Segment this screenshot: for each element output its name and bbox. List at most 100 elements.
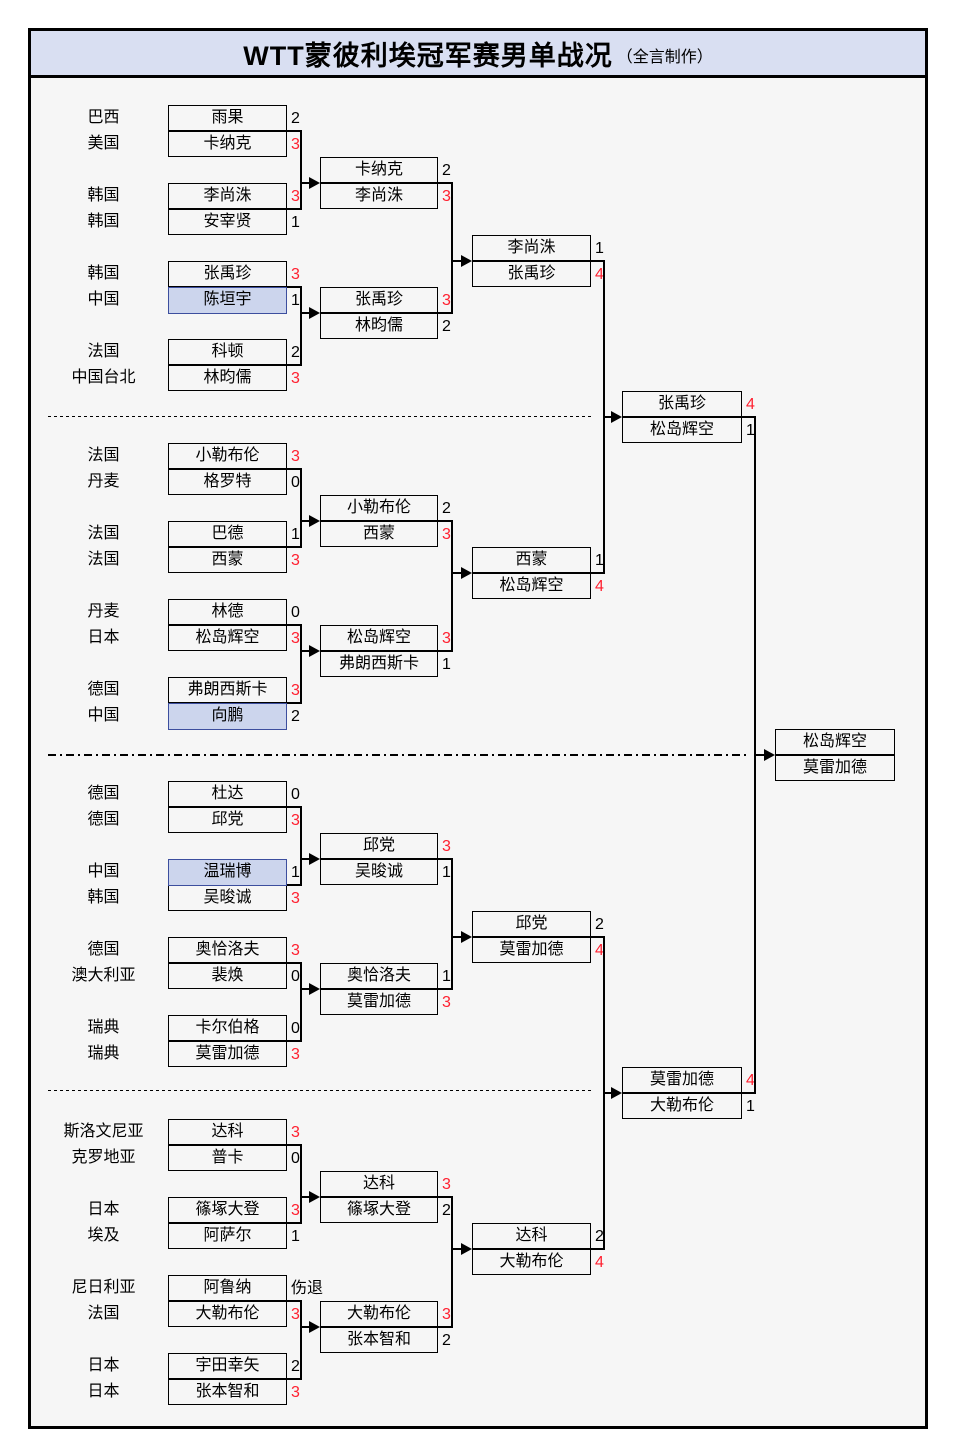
match-divider [775,754,895,756]
player-name: 卡纳克 [354,161,403,178]
section-separator-dashed-top [48,416,592,418]
player-name: 篠塚大登 [195,1201,260,1218]
player-name: 莫雷加德 [346,993,411,1010]
country-label: 中国 [87,291,120,308]
winner-arrow-line [301,1196,311,1198]
connector-vline [754,417,756,1094]
connector-vline [451,521,453,652]
score-label: 0 [291,1150,300,1167]
player-name: 小勒布伦 [195,447,260,464]
player-name: 李尚洙 [354,187,403,204]
winner-arrow-icon [461,567,472,579]
country-label: 日本 [87,1357,120,1374]
score-label: 3 [442,526,451,543]
connector-stub [287,546,302,548]
connector-stub [591,572,605,574]
match-divider [472,260,591,262]
connector-vline [451,183,453,314]
connector-stub [287,468,302,470]
match-divider [168,364,287,366]
country-label: 克罗地亚 [71,1149,136,1166]
winner-arrow-line [604,1092,613,1094]
player-name: 张本智和 [195,1383,260,1400]
match-divider [168,130,287,132]
score-label: 2 [442,1202,451,1219]
score-label: 1 [291,1228,300,1245]
player-name: 邱党 [362,837,395,854]
country-label: 德国 [87,785,120,802]
winner-arrow-icon [309,515,320,527]
player-name: 张禹珍 [507,265,556,282]
match-divider [168,286,287,288]
title-credit: （全言制作） [616,49,713,66]
country-label: 丹麦 [87,473,120,490]
connector-stub [287,130,302,132]
player-name: 大勒布伦 [346,1305,411,1322]
player-name: 安宰贤 [203,213,252,230]
score-label: 3 [442,1306,451,1323]
winner-arrow-icon [309,983,320,995]
player-name: 雨果 [211,109,244,126]
match-divider [168,624,287,626]
match-divider [168,1300,287,1302]
match-divider [320,650,438,652]
country-label: 瑞典 [87,1019,120,1036]
connector-vline [300,625,302,704]
score-label: 3 [442,994,451,1011]
winner-arrow-icon [309,177,320,189]
score-label: 2 [595,1228,604,1245]
connector-stub [287,962,302,964]
score-label: 1 [595,240,604,257]
player-name: 张禹珍 [354,291,403,308]
score-label: 3 [291,1306,300,1323]
score-label: 0 [291,1020,300,1037]
country-label: 日本 [87,1201,120,1218]
score-label: 3 [291,1384,300,1401]
score-label: 0 [291,786,300,803]
highlighted-player-cell [168,287,287,314]
score-label: 3 [291,682,300,699]
section-separator-dashdot-middle [48,754,749,756]
score-label: 1 [442,864,451,881]
player-name: 大勒布伦 [195,1305,260,1322]
score-label: 2 [442,1332,451,1349]
player-name: 杜达 [211,785,244,802]
player-name: 弗朗西斯卡 [187,681,268,698]
section-separator-dashed-bottom [48,1090,592,1092]
player-name: 阿萨尔 [203,1227,252,1244]
score-label: 2 [595,916,604,933]
player-name: 松岛辉空 [802,733,867,750]
score-label: 4 [595,1254,604,1271]
player-name: 篠塚大登 [346,1201,411,1218]
score-label: 1 [291,864,300,881]
player-name: 温瑞博 [203,863,252,880]
player-name: 林德 [211,603,244,620]
score-label: 1 [291,292,300,309]
country-label: 韩国 [87,187,120,204]
highlighted-player-cell [168,703,287,730]
country-label: 丹麦 [87,603,120,620]
match-divider [320,520,438,522]
score-label: 1 [291,214,300,231]
score-label: 3 [291,1124,300,1141]
score-label: 3 [442,292,451,309]
connector-vline [300,1301,302,1380]
score-label: 3 [291,1046,300,1063]
score-label: 2 [291,344,300,361]
match-divider [168,208,287,210]
connector-stub [287,1222,302,1224]
connector-vline [300,469,302,548]
country-label: 日本 [87,629,120,646]
match-divider [472,936,591,938]
country-label: 斯洛文尼亚 [63,1123,144,1140]
score-label: 1 [746,1098,755,1115]
player-name: 弗朗西斯卡 [338,655,419,672]
title-bar: WTT蒙彼利埃冠军赛男单战况 （全言制作） [28,28,928,78]
country-label: 澳大利亚 [71,967,136,984]
connector-vline [300,287,302,366]
match-divider [320,988,438,990]
score-label: 2 [442,162,451,179]
player-name: 巴德 [211,525,244,542]
connector-stub [438,988,453,990]
